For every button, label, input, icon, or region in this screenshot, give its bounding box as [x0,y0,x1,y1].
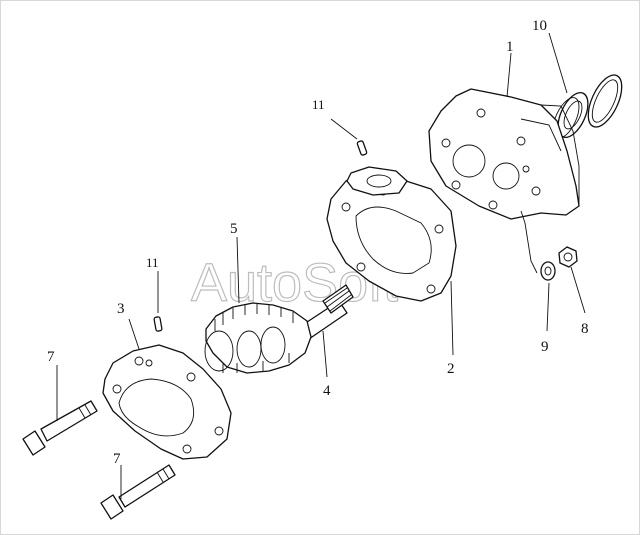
callout-11-lower: 11 [146,255,159,270]
callout-10: 10 [532,18,547,34]
callout-8: 8 [581,321,589,337]
part-10-snap-ring [587,74,623,128]
part-8-nut [558,246,578,268]
callout-9: 9 [541,339,549,355]
callout-4: 4 [323,383,331,399]
callout-5: 5 [230,221,238,237]
part-7-bolt-upper [22,400,98,456]
callout-7-lower: 7 [113,451,121,467]
leader-lines [56,32,586,499]
part-5-gear-set [204,302,312,374]
part-3-front-cover [102,344,232,460]
part-11-dowel-pin-upper [330,118,368,156]
callout-1: 1 [506,39,514,55]
part-9-washer [540,261,556,281]
part-2-pump-body [326,166,457,302]
part-1-rear-cover [428,88,580,274]
callout-11-upper: 11 [312,97,325,112]
part-11-dowel-pin-lower [153,271,163,332]
callout-7-upper: 7 [47,349,55,365]
callout-3: 3 [117,301,125,317]
part-7-bolt-lower [100,464,176,520]
part-4-drive-shaft [300,284,354,340]
callout-2: 2 [447,361,455,377]
